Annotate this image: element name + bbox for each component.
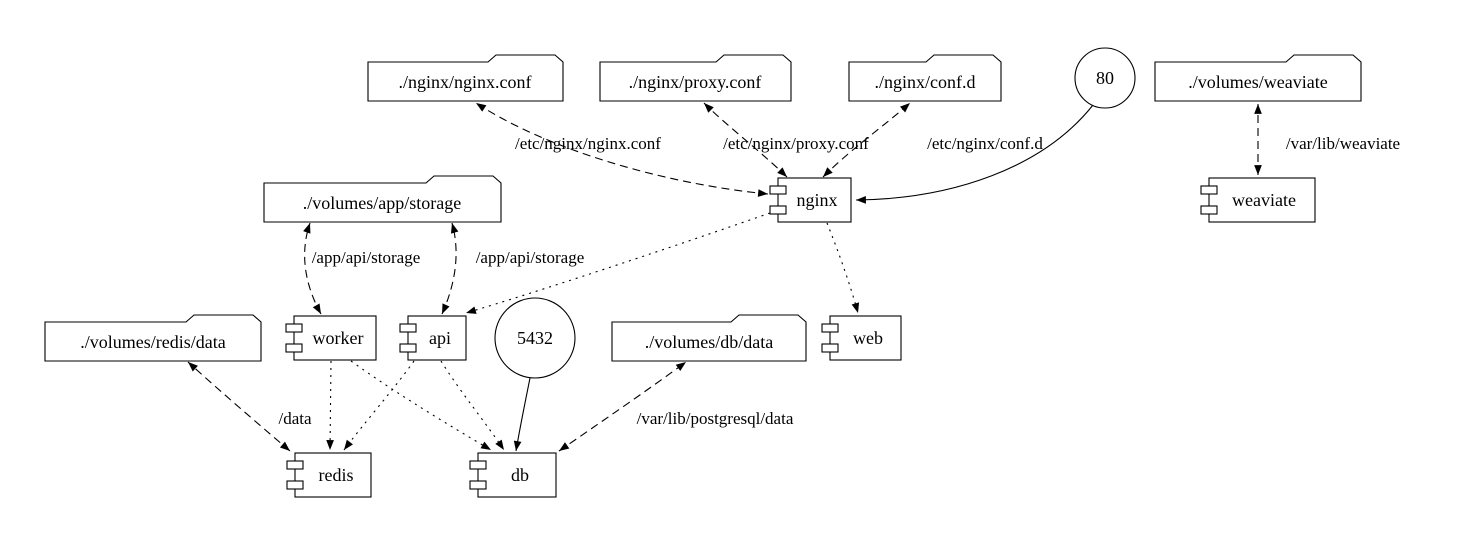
edge-labels-layer: /etc/nginx/nginx.conf /etc/nginx/proxy.c… (278, 134, 1400, 428)
service-node-label: nginx (796, 190, 837, 210)
edge-label-var-lib-weaviate: /var/lib/weaviate (1286, 134, 1400, 153)
port-node-80: 80 (1074, 47, 1136, 109)
edge-nginx-to-nginx-conf (475, 102, 769, 197)
service-node-label: worker (313, 328, 364, 348)
service-node-label: api (429, 328, 451, 348)
component-tab-icon (469, 460, 487, 470)
edge-label-postgresql-data: /var/lib/postgresql/data (637, 409, 794, 428)
component-body (293, 315, 377, 361)
folder-icon (44, 314, 262, 362)
edge-db-to-volume (558, 361, 687, 452)
folder-icon (599, 54, 792, 102)
port-node-label: 5432 (517, 328, 553, 348)
service-node-worker: worker (285, 315, 377, 361)
edge-label-etc-proxy-conf: /etc/nginx/proxy.conf (723, 134, 869, 153)
service-node-nginx: nginx (769, 177, 852, 223)
service-node-web: web (821, 315, 902, 361)
edge-nginx-to-web (826, 222, 860, 314)
volume-node-proxy-conf: ./nginx/proxy.conf (599, 54, 792, 102)
folder-icon (1154, 54, 1362, 102)
edge-nginx-to-proxy-conf (703, 102, 788, 178)
port-circle-icon (1074, 47, 1136, 109)
edge-worker-to-redis (326, 360, 334, 451)
volume-node-label: ./nginx/conf.d (875, 72, 976, 92)
volume-node-label: ./volumes/app/storage (303, 193, 461, 213)
port-circle-icon (494, 297, 576, 379)
component-tab-icon (821, 343, 839, 353)
service-node-label: db (511, 465, 529, 485)
component-body (777, 177, 852, 223)
edge-label-etc-conf-d: /etc/nginx/conf.d (927, 134, 1043, 153)
component-tab-icon (821, 323, 839, 333)
edge-redis-to-volume (187, 361, 291, 452)
component-body (294, 452, 372, 498)
volume-node-app-storage: ./volumes/app/storage (263, 175, 502, 223)
service-node-db: db (469, 452, 557, 498)
volume-node-label: ./nginx/proxy.conf (629, 72, 762, 92)
volume-node-label: ./volumes/weaviate (1188, 72, 1327, 92)
service-node-label: redis (319, 465, 354, 485)
volume-node-label: ./nginx/nginx.conf (399, 72, 532, 92)
component-body (477, 452, 557, 498)
edge-worker-to-app-storage (303, 222, 322, 315)
component-tab-icon (399, 343, 417, 353)
service-node-weaviate: weaviate (1200, 177, 1316, 223)
volume-node-db-data: ./volumes/db/data (611, 314, 807, 362)
port-node-label: 80 (1096, 68, 1114, 88)
folder-icon (611, 314, 807, 362)
edge-api-to-app-storage (441, 222, 459, 315)
edge-label-etc-nginx-conf: /etc/nginx/nginx.conf (515, 134, 661, 153)
component-body (1208, 177, 1316, 223)
folder-icon (263, 175, 502, 223)
service-node-label: weaviate (1232, 190, 1296, 210)
edge-label-worker-app-storage: /app/api/storage (312, 248, 421, 267)
edge-nginx-to-conf-d (822, 102, 911, 178)
edge-label-redis-data: /data (278, 409, 311, 428)
nodes-layer: ./nginx/nginx.conf ./nginx/proxy.conf ./… (44, 47, 1362, 498)
edge-api-to-redis (343, 360, 415, 451)
edge-nginx-to-api (465, 212, 771, 314)
volume-node-nginx-conf: ./nginx/nginx.conf (367, 54, 564, 102)
component-tab-icon (1200, 185, 1218, 195)
edge-label-api-app-storage: /app/api/storage (476, 248, 585, 267)
component-body (829, 315, 902, 361)
component-tab-icon (285, 323, 303, 333)
component-tab-icon (285, 343, 303, 353)
service-node-label: web (853, 328, 883, 348)
component-tab-icon (399, 323, 417, 333)
component-tab-icon (769, 185, 787, 195)
edge-api-to-db (440, 360, 505, 451)
edge-worker-to-db (350, 360, 492, 451)
component-tab-icon (1200, 205, 1218, 215)
component-tab-icon (469, 480, 487, 490)
folder-icon (367, 54, 564, 102)
component-tab-icon (286, 480, 304, 490)
edge-port5432-to-db (513, 377, 531, 452)
component-tab-icon (286, 460, 304, 470)
volume-node-label: ./volumes/db/data (645, 332, 773, 352)
service-node-api: api (399, 315, 467, 361)
volume-node-label: ./volumes/redis/data (80, 332, 225, 352)
volume-node-redis-data: ./volumes/redis/data (44, 314, 262, 362)
edges-layer (187, 102, 1262, 452)
component-tab-icon (769, 205, 787, 215)
component-body (407, 315, 467, 361)
service-node-redis: redis (286, 452, 372, 498)
port-node-5432: 5432 (494, 297, 576, 379)
volume-node-weaviate: ./volumes/weaviate (1154, 54, 1362, 102)
edge-port80-to-nginx (855, 104, 1094, 204)
volume-node-conf-d: ./nginx/conf.d (848, 54, 1002, 102)
folder-icon (848, 54, 1002, 102)
